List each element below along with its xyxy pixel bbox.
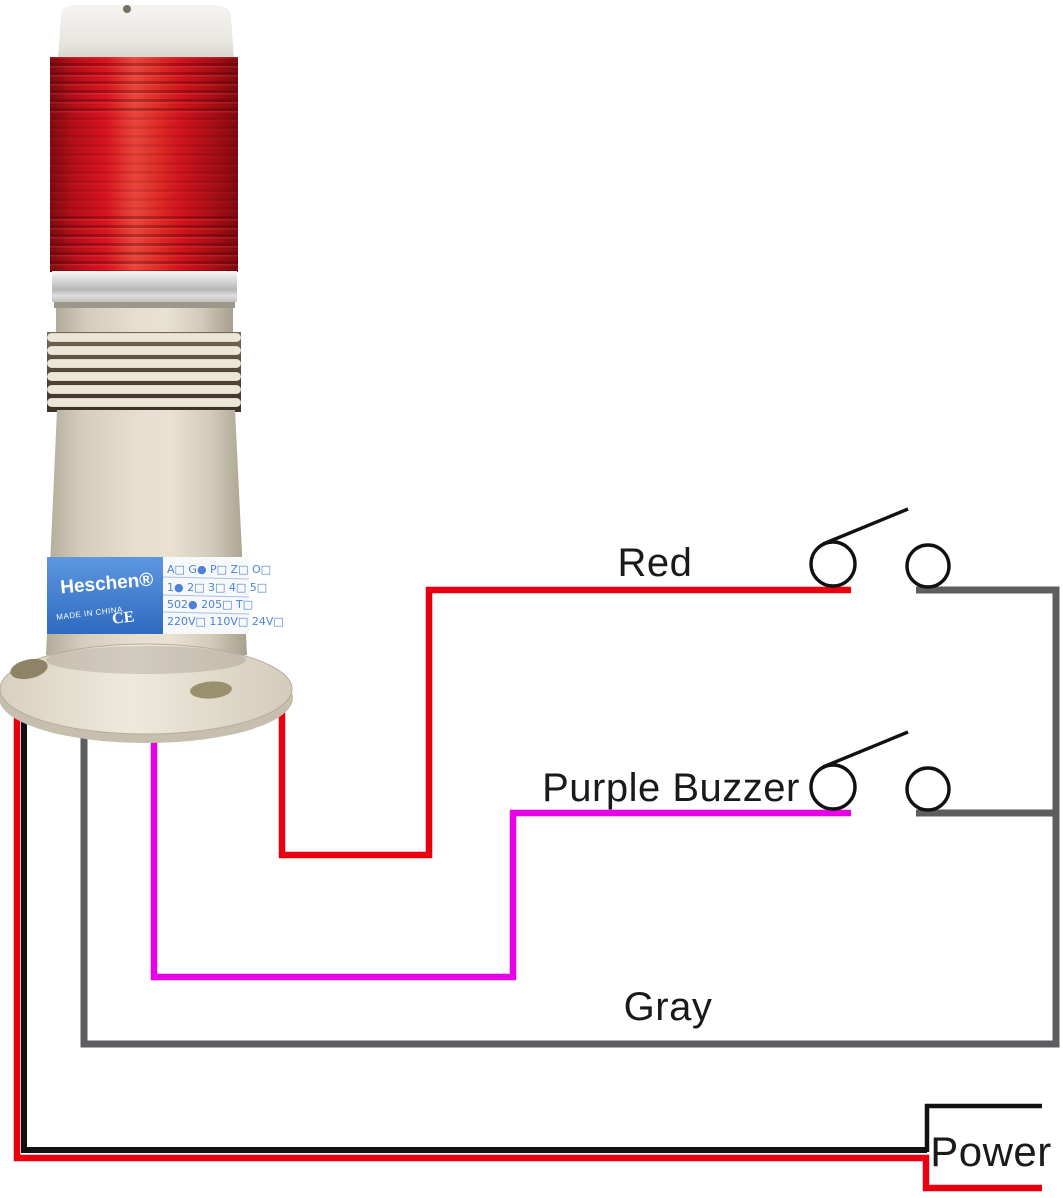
- red-lens-ribs-bottom: [50, 215, 238, 272]
- tower-top-cap: [58, 5, 234, 58]
- cap-screw-dot: [123, 5, 131, 13]
- device-label: Heschen® MADE IN CHINA CE A□ G● P□ Z□ O□…: [47, 557, 284, 634]
- spec-row-4: 220V□ 110V□ 24V□: [167, 615, 284, 628]
- mounting-base: [0, 643, 293, 743]
- chrome-ring-shadow: [54, 302, 235, 308]
- spec-row-3: 502● 205□ T□: [167, 598, 253, 611]
- buzzer-switch: [809, 730, 951, 812]
- chrome-ring: [52, 271, 237, 302]
- ce-mark: CE: [111, 608, 135, 628]
- black-power-wire: [21, 700, 927, 1153]
- base-flange-top: [0, 643, 293, 735]
- gray-common-wire: [80, 586, 1060, 1048]
- wiring: [13, 586, 1060, 1192]
- spec-row-1: A□ G● P□ Z□ O□: [167, 563, 271, 576]
- buzzer-switch-lever: [822, 730, 909, 769]
- switches: [809, 507, 951, 812]
- lamp-switch-lever: [822, 507, 909, 546]
- base-mounting-hole-right: [190, 681, 232, 699]
- gray-wire-label: Gray: [624, 985, 713, 1029]
- buzzer-louvers: [46, 332, 242, 408]
- power-label: Power: [930, 1128, 1052, 1175]
- lamp-switch-terminal-right: [905, 543, 951, 589]
- red-signal-wire: [278, 586, 851, 859]
- power-box: [924, 1103, 1042, 1152]
- base-mounting-hole-left: [10, 658, 48, 680]
- lamp-switch: [809, 507, 951, 589]
- red-lens-ribs: [50, 57, 238, 115]
- label-blue-panel: [47, 557, 163, 634]
- buzzer-switch-terminal-right: [905, 766, 951, 812]
- spec-row-2: 1● 2□ 3□ 4□ 5□: [167, 581, 267, 594]
- purple-wire-label: Purple Buzzer: [542, 766, 800, 810]
- red-lens-ribs-mid: [50, 115, 238, 215]
- red-power-wire: [13, 700, 1042, 1192]
- purple-buzzer-wire: [150, 700, 851, 981]
- base-stem-shadow: [46, 646, 246, 674]
- red-wire-label: Red: [618, 541, 693, 585]
- buzzer-switch-terminal-left: [809, 763, 857, 811]
- lamp-switch-terminal-left: [809, 540, 857, 588]
- buzzer-top-ring: [56, 308, 233, 334]
- signal-tower-photo: Heschen® MADE IN CHINA CE A□ G● P□ Z□ O□…: [0, 5, 293, 743]
